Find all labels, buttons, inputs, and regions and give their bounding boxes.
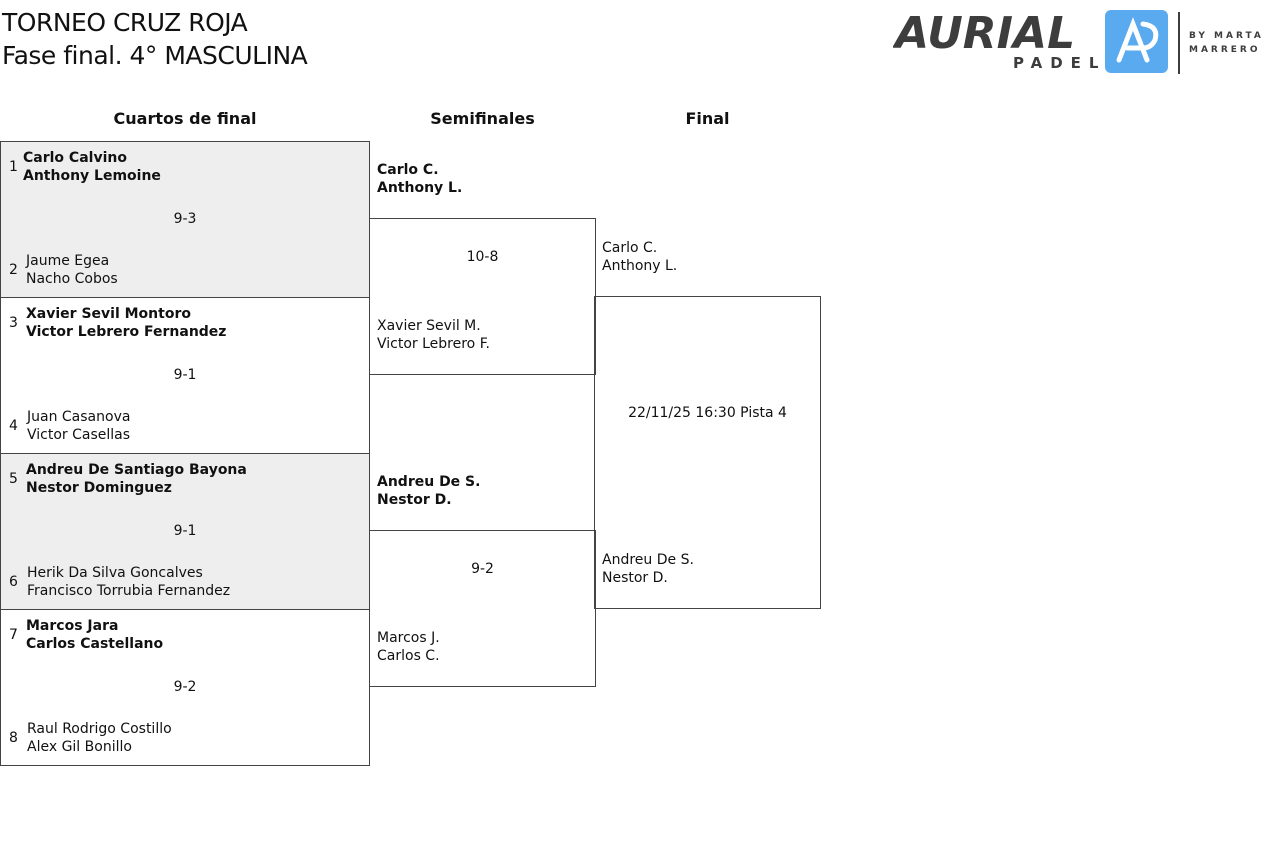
player-name: Xavier Sevil Montoro [26,306,191,322]
player-name: Marcos Jara [26,618,119,634]
player-name: Nacho Cobos [26,271,118,287]
player-name: Juan Casanova [27,409,131,425]
team-loser: Xavier Sevil M. Victor Lebrero F. [377,317,490,353]
quarterfinal-match-3: 5 Andreu De Santiago Bayona Nestor Domin… [0,453,370,610]
final-team-bottom: Andreu De S. Nestor D. [602,551,694,587]
quarterfinal-match-1: 1 Carlo Calvino Anthony Lemoine 9-3 2 Ja… [0,141,370,298]
player-name: Victor Lebrero Fernandez [26,324,227,340]
seed-number: 5 [9,471,18,487]
team-winner: Xavier Sevil Montoro Victor Lebrero Fern… [26,305,226,341]
player-name: Andreu De S. [377,474,481,490]
team-winner: Marcos Jara Carlos Castellano [26,617,163,653]
player-name: Victor Casellas [27,427,131,443]
player-name: Carlo C. [602,240,658,256]
logo-badge-icon [1105,10,1168,73]
match-score: 9-2 [173,679,197,695]
aurial-padel-logo: AURIAL PADEL BY MARTA MARRERO [892,8,1273,78]
semifinal-match-2: 9-2 Marcos J. Carlos C. [369,530,596,687]
match-score: 9-3 [173,211,197,227]
final-match: 22/11/25 16:30 Pista 4 Andreu De S. Nest… [594,296,821,609]
player-name: Carlo C. [377,162,439,178]
player-name: Anthony L. [377,180,463,196]
tournament-title: TORNEO CRUZ ROJA [2,8,248,37]
team-loser: Juan Casanova Victor Casellas [27,408,130,444]
player-name: Anthony Lemoine [23,168,161,184]
seed-number: 1 [9,159,18,175]
match-score: 9-2 [471,561,494,577]
logo-brand-text: AURIAL [893,8,1075,59]
player-name: Nestor D. [377,492,452,508]
player-name: Carlo Calvino [23,150,127,166]
match-score: 10-8 [466,249,499,265]
team-loser: Jaume Egea Nacho Cobos [26,252,118,288]
semifinal-2-team-winner: Andreu De S. Nestor D. [377,473,480,509]
phase-subtitle: Fase final. 4° MASCULINA [2,41,308,70]
player-name: Xavier Sevil M. [377,318,481,334]
round-header-quarters: Cuartos de final [113,109,257,128]
seed-number: 8 [9,730,18,746]
player-name: Marcos J. [377,630,440,646]
logo-by-line-1: BY MARTA [1189,31,1264,41]
player-name: Carlos Castellano [26,636,164,652]
team-loser: Raul Rodrigo Costillo Alex Gil Bonillo [27,720,172,756]
player-name: Nestor Dominguez [26,480,172,496]
player-name: Andreu De Santiago Bayona [26,462,247,478]
logo-sub-text: PADEL [1013,54,1106,72]
player-name: Nestor D. [602,570,668,586]
seed-number: 3 [9,315,18,331]
round-header-final: Final [685,109,730,128]
seed-number: 2 [9,262,18,278]
final-schedule-info: 22/11/25 16:30 Pista 4 [628,405,787,421]
logo-by-line-2: MARRERO [1189,45,1261,55]
player-name: Herik Da Silva Goncalves [27,565,203,581]
player-name: Victor Lebrero F. [377,336,490,352]
team-loser: Herik Da Silva Goncalves Francisco Torru… [27,564,230,600]
seed-number: 4 [9,418,18,434]
seed-number: 7 [9,627,18,643]
quarterfinal-match-4: 7 Marcos Jara Carlos Castellano 9-2 8 Ra… [0,609,370,766]
seed-number: 6 [9,574,18,590]
player-name: Anthony L. [602,258,678,274]
player-name: Andreu De S. [602,552,694,568]
team-winner: Carlo Calvino Anthony Lemoine [23,149,161,185]
team-winner: Andreu De Santiago Bayona Nestor Domingu… [26,461,247,497]
semifinal-1-team-winner: Carlo C. Anthony L. [377,161,462,197]
final-team-top: Carlo C. Anthony L. [602,239,677,275]
team-loser: Marcos J. Carlos C. [377,629,440,665]
player-name: Raul Rodrigo Costillo [27,721,172,737]
player-name: Carlos C. [377,648,440,664]
player-name: Alex Gil Bonillo [27,739,132,755]
round-header-semis: Semifinales [430,109,535,128]
semifinal-match-1: 10-8 Xavier Sevil M. Victor Lebrero F. [369,218,596,375]
quarterfinal-match-2: 3 Xavier Sevil Montoro Victor Lebrero Fe… [0,297,370,454]
match-score: 9-1 [173,523,197,539]
player-name: Jaume Egea [26,253,110,269]
match-score: 9-1 [173,367,197,383]
player-name: Francisco Torrubia Fernandez [27,583,231,599]
